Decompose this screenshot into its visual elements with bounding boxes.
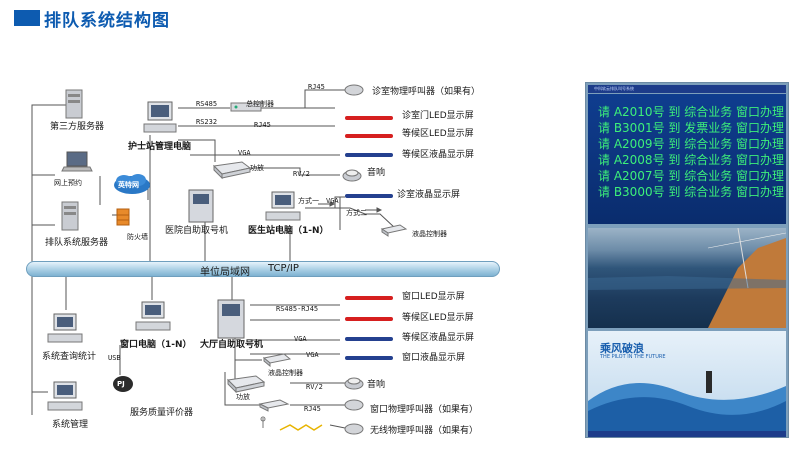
window-lcd-bar xyxy=(345,356,393,360)
window-led-bar xyxy=(345,296,393,300)
queue-server-label: 排队系统服务器 xyxy=(45,238,109,248)
sailing-photo xyxy=(588,228,786,328)
rv2-label: RV/2 xyxy=(293,170,310,178)
system-admin-label: 系统管理 xyxy=(52,420,89,430)
call-line: 请 B3001号 到 发票业务 窗口办理 xyxy=(598,121,785,135)
evaluator-label: 服务质量评价器 xyxy=(130,408,194,418)
rj45-label-a: RJ45 xyxy=(308,83,325,91)
call-line: 请 A2008号 到 综合业务 窗口办理 xyxy=(598,153,785,167)
hall-wait-led-bar xyxy=(345,317,393,321)
hall-vga-label-a: VGA xyxy=(294,335,307,343)
hall-controller-icon xyxy=(258,399,290,412)
ad-title: 乘风破浪 xyxy=(600,342,644,355)
evaluator-icon xyxy=(113,376,133,392)
title-marker xyxy=(14,10,40,26)
nurse-station-pc-icon xyxy=(143,101,177,133)
room-caller-icon xyxy=(344,84,364,96)
online-booking-label: 网上预约 xyxy=(54,179,82,187)
third-party-server-label: 第三方服务器 xyxy=(50,122,105,132)
rs485-label: RS485 xyxy=(196,100,218,108)
hall-wait-lcd-bar xyxy=(345,337,393,341)
query-pc-icon xyxy=(47,313,83,343)
admin-pc-icon xyxy=(47,381,83,411)
hall-rj45-label: RJ45 xyxy=(304,405,321,413)
call-line: 请 A2007号 到 综合业务 窗口办理 xyxy=(598,169,785,183)
queue-server-icon xyxy=(61,201,79,231)
doctor-pc-icon xyxy=(265,191,301,221)
ad-subtitle: THE PILOT IN THE FUTURE xyxy=(600,354,666,360)
hall-lcd-controller-icon xyxy=(262,353,292,368)
bus-label: 单位局域网 xyxy=(200,267,250,278)
hall-amplifier-icon xyxy=(226,375,266,394)
doctor-vga-label: VGA xyxy=(326,197,339,205)
window-pc-label: 窗口电脑（1-N） xyxy=(120,340,192,350)
wireless-caller-icon xyxy=(344,423,364,435)
rj45-label-b: RJ45 xyxy=(254,121,271,129)
mode-one-label: 方式一 xyxy=(298,197,319,205)
page-title: 排队系统结构图 xyxy=(44,11,170,31)
hall-wait-lcd-label: 等候区液晶显示屏 xyxy=(402,333,475,343)
nurse-station-label: 护士站管理电脑 xyxy=(128,142,192,152)
doctor-lcd-controller-icon xyxy=(380,224,408,237)
hall-kiosk-icon xyxy=(217,299,245,339)
wait-led-label: 等候区LED显示屏 xyxy=(402,129,474,139)
vga-label: VGA xyxy=(238,149,251,157)
speaker-icon xyxy=(342,169,362,182)
antenna-icon xyxy=(260,416,266,428)
window-lcd-label: 窗口液晶显示屏 xyxy=(402,353,466,363)
wait-lcd-bar xyxy=(345,153,393,157)
window-caller-label: 窗口物理呼叫器（如果有） xyxy=(370,405,479,415)
rs232-label: RS232 xyxy=(196,118,218,126)
hall-speaker-label: 音响 xyxy=(367,380,386,390)
query-stats-label: 系统查询统计 xyxy=(42,352,97,362)
usb-label: USB xyxy=(108,354,121,362)
screen-footer xyxy=(588,431,786,437)
hall-amp-label: 功放 xyxy=(236,393,250,401)
hall-wait-led-label: 等候区LED显示屏 xyxy=(402,313,474,323)
hall-vga-label-b: VGA xyxy=(306,351,319,359)
wait-led-bar xyxy=(345,134,393,138)
hall-speaker-icon xyxy=(344,377,364,390)
room-caller-label: 诊室物理呼叫器（如果有） xyxy=(372,87,481,97)
amplifier-icon xyxy=(212,161,252,180)
firewall-label: 防火墙 xyxy=(127,233,148,241)
window-led-label: 窗口LED显示屏 xyxy=(402,292,465,302)
window-caller-icon xyxy=(344,399,364,411)
master-controller-label: 总控制器 xyxy=(246,100,274,108)
wireless-caller-label: 无线物理呼叫器（如果有） xyxy=(370,426,479,436)
screen-header: 中科软云排队叫号系统 xyxy=(588,85,786,93)
window-pc-icon xyxy=(135,301,171,331)
server-icon xyxy=(65,89,83,119)
speaker-label: 音响 xyxy=(367,168,386,178)
pj-label: PJ xyxy=(117,380,125,388)
room-lcd-bar xyxy=(345,194,393,198)
amp-label: 功放 xyxy=(250,164,264,172)
call-line: 请 B3000号 到 综合业务 窗口办理 xyxy=(598,185,785,199)
wait-lcd-label: 等候区液晶显示屏 xyxy=(402,150,475,160)
internet-cloud-icon xyxy=(114,174,150,194)
rs485-rj45-label: RS485-RJ45 xyxy=(276,305,319,313)
hall-rv2-label: RV/2 xyxy=(306,383,323,391)
protocol-label: TCP/IP xyxy=(268,263,299,274)
hospital-kiosk-icon xyxy=(188,189,214,223)
network-bus xyxy=(26,261,500,277)
internet-label: 英特网 xyxy=(118,181,139,189)
call-list-area xyxy=(588,94,786,224)
room-led-label: 诊室门LED显示屏 xyxy=(402,111,474,121)
call-line: 请 A2009号 到 综合业务 窗口办理 xyxy=(598,137,785,151)
laptop-icon xyxy=(61,151,93,172)
master-controller-icon xyxy=(230,102,262,112)
mode-two-label: 方式二 xyxy=(346,209,367,217)
room-lcd-label: 诊室液晶显示屏 xyxy=(397,190,461,200)
room-led-bar xyxy=(345,116,393,120)
hall-kiosk-label: 大厅自助取号机 xyxy=(200,340,264,350)
advertisement-panel xyxy=(588,331,786,435)
hospital-kiosk-label: 医院自助取号机 xyxy=(165,226,229,236)
call-line: 请 A2010号 到 综合业务 窗口办理 xyxy=(598,105,785,119)
doctor-lcd-controller-label: 液晶控制器 xyxy=(412,230,447,238)
hall-lcd-controller-label: 液晶控制器 xyxy=(268,369,303,377)
doctor-pc-label: 医生站电脑（1-N） xyxy=(248,226,329,236)
firewall-icon xyxy=(116,208,130,226)
